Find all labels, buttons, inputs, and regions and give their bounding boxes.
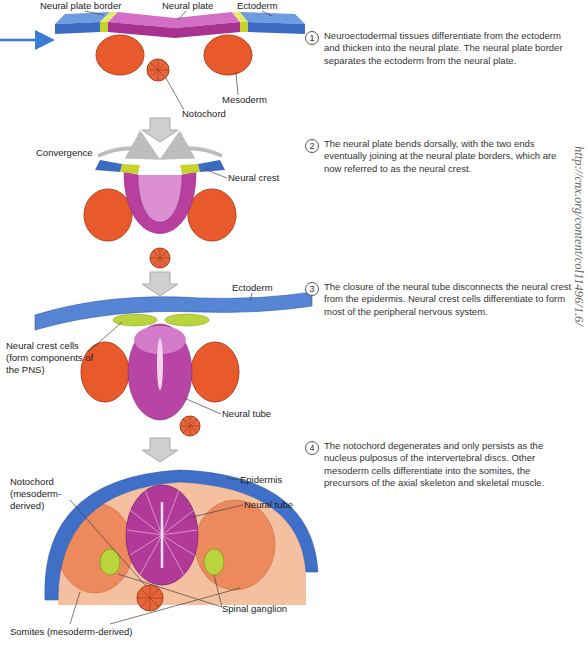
callout-number: 4	[305, 441, 319, 455]
part-label: Epidermis	[240, 474, 282, 486]
part-label: Mesoderm	[222, 94, 267, 106]
part-label: Neural tube	[222, 408, 271, 420]
part-label: Ectoderm	[232, 282, 273, 294]
callout-text: 3	[309, 284, 314, 294]
watermark: http://cnx.org/content/col11496/1.6/	[570, 146, 586, 326]
part-label: Neural plate border	[40, 0, 121, 12]
part-label: Neural tube	[244, 499, 293, 511]
part-label: Somites (mesoderm-derived)	[10, 626, 132, 638]
part-label: Spinal ganglion	[222, 603, 287, 615]
panel-two	[84, 148, 236, 296]
panel-three	[35, 292, 312, 462]
step-text: The notochord degenerates and only persi…	[324, 440, 574, 489]
callout-number: 2	[305, 139, 319, 153]
panel-four	[45, 470, 318, 624]
part-label: Notochord	[182, 108, 226, 120]
step-text: Neuroectodermal tissues differentiate fr…	[324, 30, 574, 67]
step-text: The closure of the neural tube disconnec…	[324, 281, 574, 318]
panel-one	[0, 11, 305, 142]
part-label: Ectoderm	[237, 0, 278, 12]
callout-text: 4	[309, 443, 314, 453]
part-label: Neural crest	[228, 172, 279, 184]
callout-text: 1	[309, 33, 314, 43]
part-label: Neural crest cells (form components of t…	[6, 340, 102, 376]
part-label: Notochord (mesoderm-derived)	[10, 476, 90, 512]
callout-number: 1	[305, 31, 319, 45]
callout-number: 3	[305, 282, 319, 296]
part-label: Neural plate	[162, 0, 213, 12]
part-label: Convergence	[36, 147, 93, 159]
callout-text: 2	[309, 141, 314, 151]
step-text: The neural plate bends dorsally, with th…	[324, 138, 574, 175]
